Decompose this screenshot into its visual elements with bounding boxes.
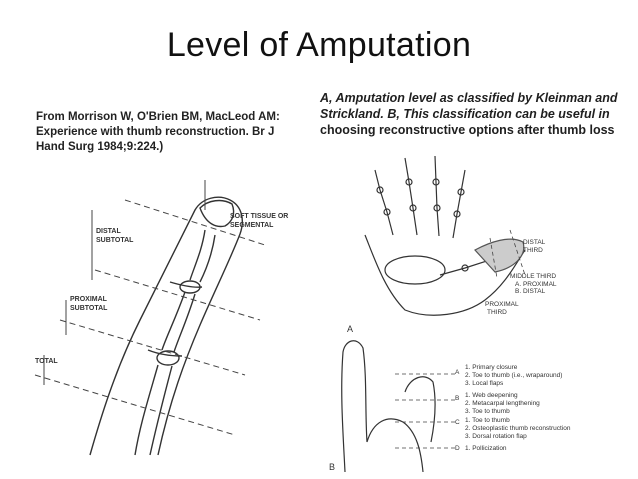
label-soft-tissue-1: SOFT TISSUE OR — [230, 213, 288, 220]
option-b-2: 2. Metacarpal lengthening — [465, 400, 540, 407]
thumb-amputation-figure: SOFT TISSUE OR SEGMENTAL DISTAL SUBTOTAL… — [34, 180, 288, 456]
citation-text: From Morrison W, O'Brien BM, MacLeod AM:… — [36, 111, 280, 153]
label-middle-b: B. DISTAL — [515, 288, 546, 295]
hand-skeleton-figure: DISTAL THIRD MIDDLE THIRD A. PROXIMAL B.… — [364, 155, 557, 316]
option-b-1: 1. Web deepening — [465, 392, 518, 399]
reconstruction-options-figure: A B A 1. Primary closure 2. Toe to thumb… — [329, 324, 571, 473]
option-level-a: A — [455, 369, 460, 376]
label-distal-2: SUBTOTAL — [96, 237, 134, 244]
caption-italic: A, Amputation level as classified by Kle… — [320, 91, 618, 121]
option-a-1: 1. Primary closure — [465, 364, 518, 371]
label-total: TOTAL — [35, 358, 58, 365]
label-proximal-1: PROXIMAL — [70, 296, 108, 303]
slide-title: Level of Amputation — [166, 26, 472, 64]
option-level-b: B — [455, 395, 459, 402]
option-c-2: 2. Osteoplastic thumb reconstruction — [465, 425, 571, 432]
label-proximal-third-1: PROXIMAL — [485, 301, 519, 308]
panel-label-b: B — [329, 462, 335, 472]
option-level-d: D — [455, 445, 460, 452]
label-proximal-third-2: THIRD — [487, 309, 507, 316]
option-c-1: 1. Toe to thumb — [465, 417, 510, 424]
label-middle-a: A. PROXIMAL — [515, 281, 557, 288]
option-a-3: 3. Local flaps — [465, 380, 504, 387]
label-soft-tissue-2: SEGMENTAL — [230, 222, 274, 229]
option-level-c: C — [455, 419, 460, 426]
option-d-1: 1. Pollicization — [465, 445, 507, 452]
panel-label-a: A — [347, 324, 353, 334]
option-b-3: 3. Toe to thumb — [465, 408, 510, 415]
label-proximal-2: SUBTOTAL — [70, 305, 108, 312]
figure-caption: A, Amputation level as classified by Kle… — [320, 90, 620, 138]
option-a-2: 2. Toe to thumb (i.e., wraparound) — [465, 372, 562, 379]
label-distal-1: DISTAL — [96, 228, 121, 235]
label-middle-third: MIDDLE THIRD — [510, 273, 556, 280]
label-distal-third-2: THIRD — [523, 247, 543, 254]
caption-plain: choosing reconstructive options after th… — [320, 123, 615, 137]
label-distal-third-1: DISTAL — [523, 239, 546, 246]
option-c-3: 3. Dorsal rotation flap — [465, 433, 527, 440]
